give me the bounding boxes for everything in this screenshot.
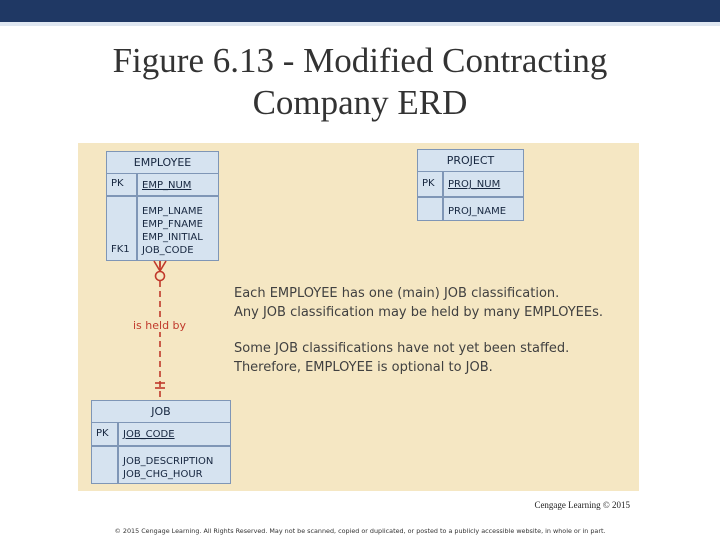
- image-credit: Cengage Learning © 2015: [534, 500, 630, 510]
- entity-name: EMPLOYEE: [107, 152, 218, 174]
- relationship-connector: [153, 260, 167, 400]
- note-line-3: Some JOB classifications have not yet be…: [234, 341, 570, 356]
- title-line-2: Company ERD: [252, 83, 468, 122]
- entity-key-divider: [418, 196, 523, 198]
- note-line-1: Each EMPLOYEE has one (main) JOB classif…: [234, 286, 560, 301]
- slide-title: Figure 6.13 - Modified Contracting Compa…: [60, 40, 660, 124]
- pk-label: PK: [111, 178, 124, 189]
- fk-label: FK1: [111, 244, 130, 255]
- entity-name: JOB: [92, 401, 230, 423]
- header-bar: [0, 0, 720, 22]
- attribute: JOB_DESCRIPTION: [123, 456, 214, 467]
- project-entity: PROJECT PK PROJ_NUM PROJ_NAME: [417, 149, 524, 221]
- job-entity: JOB PK JOB_CODE JOB_DESCRIPTION JOB_CHG_…: [91, 400, 231, 484]
- crows-foot-left: [153, 260, 161, 272]
- pk-attribute: JOB_CODE: [123, 429, 175, 440]
- note-line-4: Therefore, EMPLOYEE is optional to JOB.: [234, 360, 493, 375]
- attribute: EMP_LNAME: [142, 206, 203, 217]
- attribute: PROJ_NAME: [448, 206, 507, 217]
- attribute: EMP_INITIAL: [142, 232, 203, 243]
- entity-column-divider: [117, 423, 119, 483]
- optional-circle: [154, 270, 166, 282]
- pk-label: PK: [422, 178, 435, 189]
- crows-foot-right: [159, 260, 167, 272]
- header-divider: [0, 22, 720, 26]
- entity-column-divider: [136, 174, 138, 260]
- employee-entity: EMPLOYEE PK EMP_NUM EMP_LNAME EMP_FNAME …: [106, 151, 219, 261]
- pk-attribute: EMP_NUM: [142, 180, 192, 191]
- attribute: JOB_CHG_HOUR: [123, 469, 203, 480]
- note-line-2: Any JOB classification may be held by ma…: [234, 305, 603, 320]
- erd-diagram: EMPLOYEE PK EMP_NUM EMP_LNAME EMP_FNAME …: [78, 143, 639, 491]
- entity-key-divider: [92, 445, 230, 447]
- title-line-1: Figure 6.13 - Modified Contracting: [112, 41, 608, 80]
- pk-attribute: PROJ_NUM: [448, 179, 501, 190]
- attribute: EMP_FNAME: [142, 219, 203, 230]
- attribute: JOB_CODE: [142, 245, 194, 256]
- entity-name: PROJECT: [418, 150, 523, 172]
- entity-key-divider: [107, 195, 218, 197]
- relationship-label: is held by: [132, 319, 188, 332]
- copyright-footer: © 2015 Cengage Learning. All Rights Rese…: [114, 527, 606, 535]
- pk-label: PK: [96, 428, 109, 439]
